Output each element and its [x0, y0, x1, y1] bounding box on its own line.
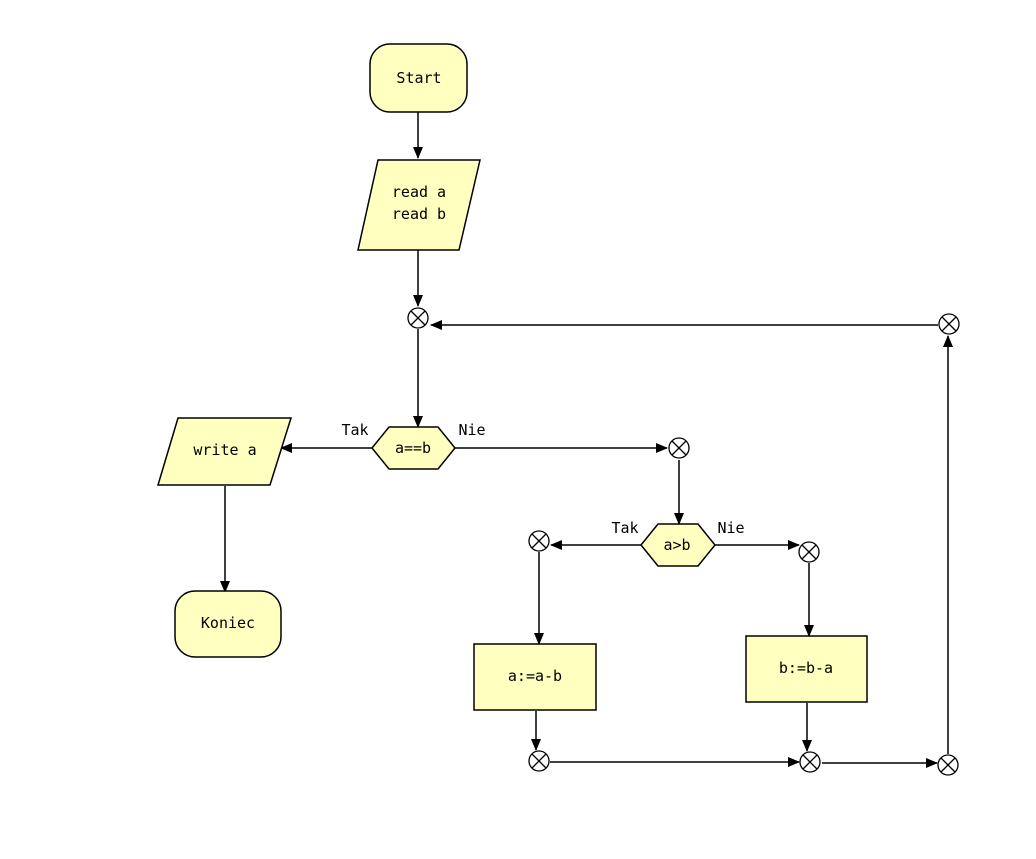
end-label: Koniec: [201, 614, 255, 632]
condition-a-equals-b[interactable]: [371, 426, 456, 470]
start-label: Start: [396, 69, 441, 87]
write-output-block[interactable]: [156, 417, 293, 486]
junction-bottom-right: [937, 754, 959, 776]
read-line-1: read a: [392, 183, 446, 201]
assign-b-block[interactable]: [745, 635, 868, 703]
cond-eq-label: a==b: [395, 439, 431, 457]
junction-cond-eq-no: [668, 437, 690, 459]
junction-bottom-middle: [799, 751, 821, 773]
assign-a-label: a:=a-b: [508, 667, 562, 685]
assign-b-label: b:=b-a: [779, 659, 833, 677]
junction-loop-right-top: [938, 313, 960, 335]
start-terminal[interactable]: [369, 43, 468, 113]
read-input-block[interactable]: [357, 159, 481, 251]
cond-gt-label: a>b: [663, 536, 690, 554]
cond-eq-yes-label: Tak: [341, 421, 368, 439]
junction-bottom-left: [528, 750, 550, 772]
end-terminal[interactable]: [174, 590, 282, 658]
read-line-2: read b: [392, 205, 446, 223]
nodes: [156, 43, 868, 711]
labels: Start read a read b a==b Tak Nie write a…: [193, 69, 833, 685]
connectors: [220, 112, 953, 768]
junction-cond-gt-yes: [528, 530, 550, 552]
cond-gt-yes-label: Tak: [611, 519, 638, 537]
junctions: [407, 307, 960, 776]
condition-a-greater-b[interactable]: [640, 523, 716, 567]
junction-cond-gt-no: [798, 541, 820, 563]
write-label: write a: [193, 441, 256, 459]
junction-merge-top: [407, 307, 429, 329]
assign-a-block[interactable]: [473, 643, 597, 711]
cond-eq-no-label: Nie: [458, 421, 485, 439]
cond-gt-no-label: Nie: [717, 519, 744, 537]
